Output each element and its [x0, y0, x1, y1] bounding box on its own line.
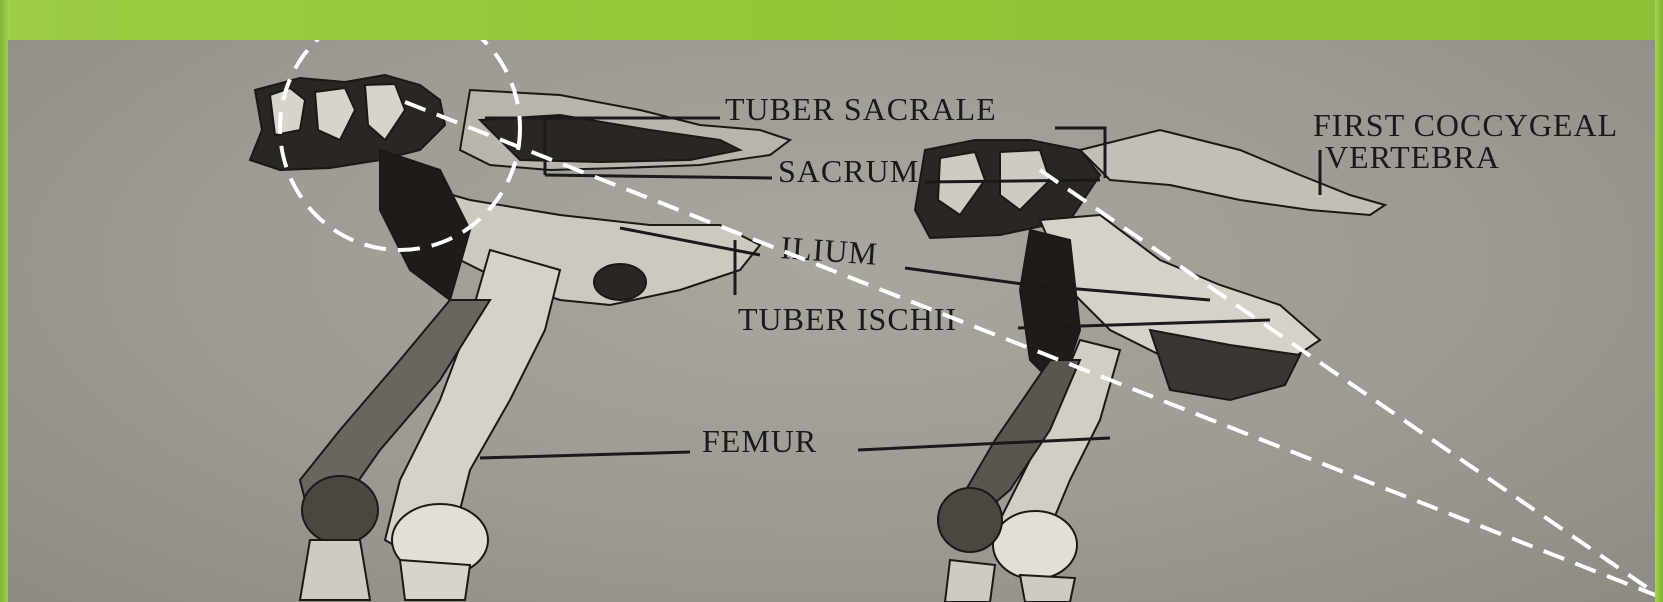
- skeleton-photo: TUBER SACRALE SACRUM ILIUM TUBER ISCHII …: [8, 40, 1655, 602]
- slide-top-banner: [0, 0, 1663, 40]
- pelvis-diagram: TUBER SACRALE SACRUM ILIUM TUBER ISCHII …: [8, 40, 1655, 602]
- label-femur: FEMUR: [702, 423, 817, 459]
- label-ilium: ILIUM: [780, 229, 880, 272]
- label-first-coccygeal-line2: VERTEBRA: [1325, 139, 1500, 175]
- label-sacrum: SACRUM: [778, 153, 919, 189]
- callout-line-lower: [1040, 170, 1655, 595]
- label-first-coccygeal-line1: FIRST COCCYGEAL: [1313, 107, 1618, 143]
- right-skeleton: [915, 130, 1385, 602]
- slide-right-border: [1655, 0, 1663, 602]
- label-tuber-sacrale: TUBER SACRALE: [725, 91, 997, 127]
- left-skeleton: [250, 75, 790, 600]
